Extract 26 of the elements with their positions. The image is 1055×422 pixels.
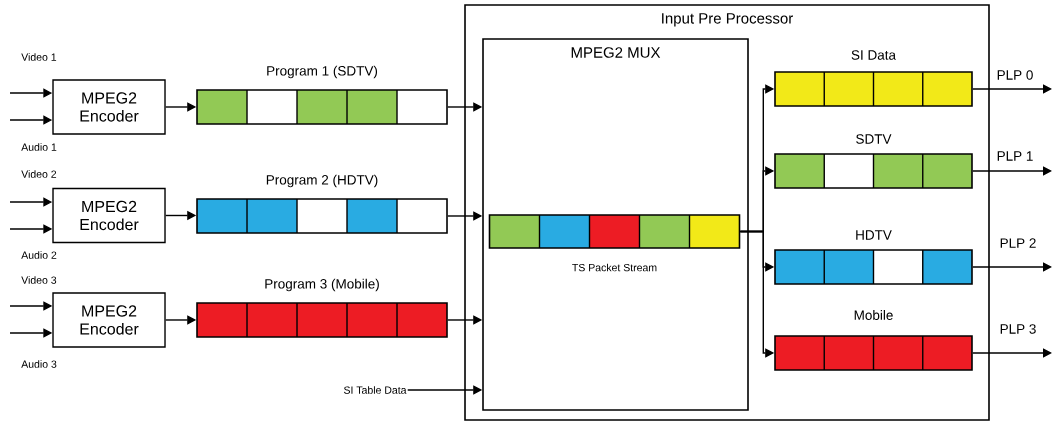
arrow [972,166,1052,176]
bar-heading: Mobile [854,310,893,320]
arrow [972,262,1052,272]
bar-heading: Program 3 (Mobile) [265,278,379,292]
edge-label: Audio 1 [21,143,57,151]
edge-label: Audio 3 [21,360,57,368]
arrow [972,84,1052,94]
edge-label: Video 2 [21,170,57,178]
input-label: SI Table Data [343,386,407,394]
edge-label: PLP 0 [997,70,1033,80]
bar-heading: HDTV [856,230,892,240]
bar-heading: Program 1 (SDTV) [267,65,378,79]
edge-label: Video 1 [21,53,57,61]
encoder-box: MPEG2 Encoder [52,79,166,135]
edge-label: PLP 1 [997,151,1033,161]
encoder-box: MPEG2 Encoder [52,292,166,348]
bar-heading: Program 2 (HDTV) [266,174,378,188]
edge-label: Video 3 [21,276,57,284]
arrow [972,348,1052,358]
bar-heading: SI Data [851,50,896,60]
encoder-box: MPEG2 Encoder [52,187,166,244]
edge-label: Audio 2 [21,251,57,259]
edge-label: PLP 3 [1000,324,1036,334]
bar-heading: SDTV [856,134,892,144]
edge-label: PLP 2 [1000,238,1036,248]
bar-heading: TS Packet Stream [572,263,657,272]
